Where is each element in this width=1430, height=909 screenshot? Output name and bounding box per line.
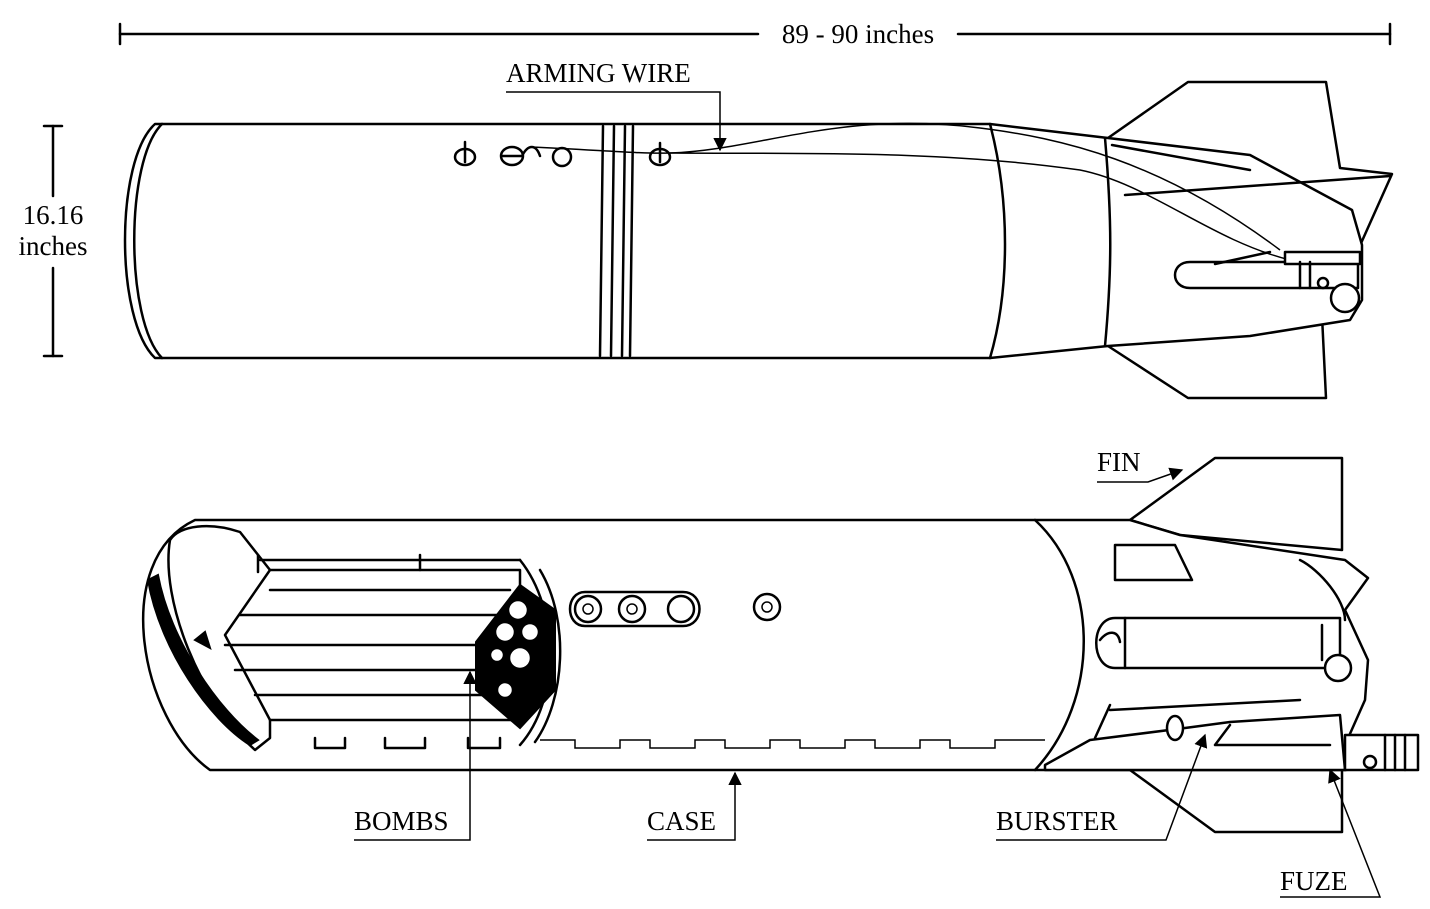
case-serrations [540, 739, 1045, 749]
diameter-value: 16.16 [23, 200, 84, 230]
bomb-cutaway-view [141, 456, 1420, 834]
fuze-label: FUZE [1280, 866, 1348, 896]
arming-wire-label: ARMING WIRE [506, 58, 691, 88]
fuze [1343, 733, 1420, 772]
length-dimension: 89 - 90 inches [118, 19, 1392, 49]
diameter-dimension: 16.16 inches [19, 124, 88, 358]
label-case: CASE [647, 771, 742, 841]
arming-wire [529, 122, 1281, 251]
submunition-bombs [223, 553, 556, 750]
length-label: 89 - 90 inches [782, 19, 934, 49]
fin-label: FIN [1097, 447, 1141, 477]
label-burster: BURSTER [996, 733, 1208, 841]
case-label: CASE [647, 806, 716, 836]
tail-fuze-housing [1173, 250, 1362, 314]
label-fin: FIN [1097, 447, 1184, 483]
label-bombs: BOMBS [354, 670, 477, 841]
label-arming-wire: ARMING WIRE [506, 58, 727, 152]
bombs-label: BOMBS [354, 806, 449, 836]
burster-label: BURSTER [996, 806, 1118, 836]
label-fuze: FUZE [1280, 768, 1382, 898]
lug-holes [568, 590, 782, 628]
bomb-exterior-view [123, 80, 1394, 400]
diameter-unit: inches [19, 231, 88, 261]
